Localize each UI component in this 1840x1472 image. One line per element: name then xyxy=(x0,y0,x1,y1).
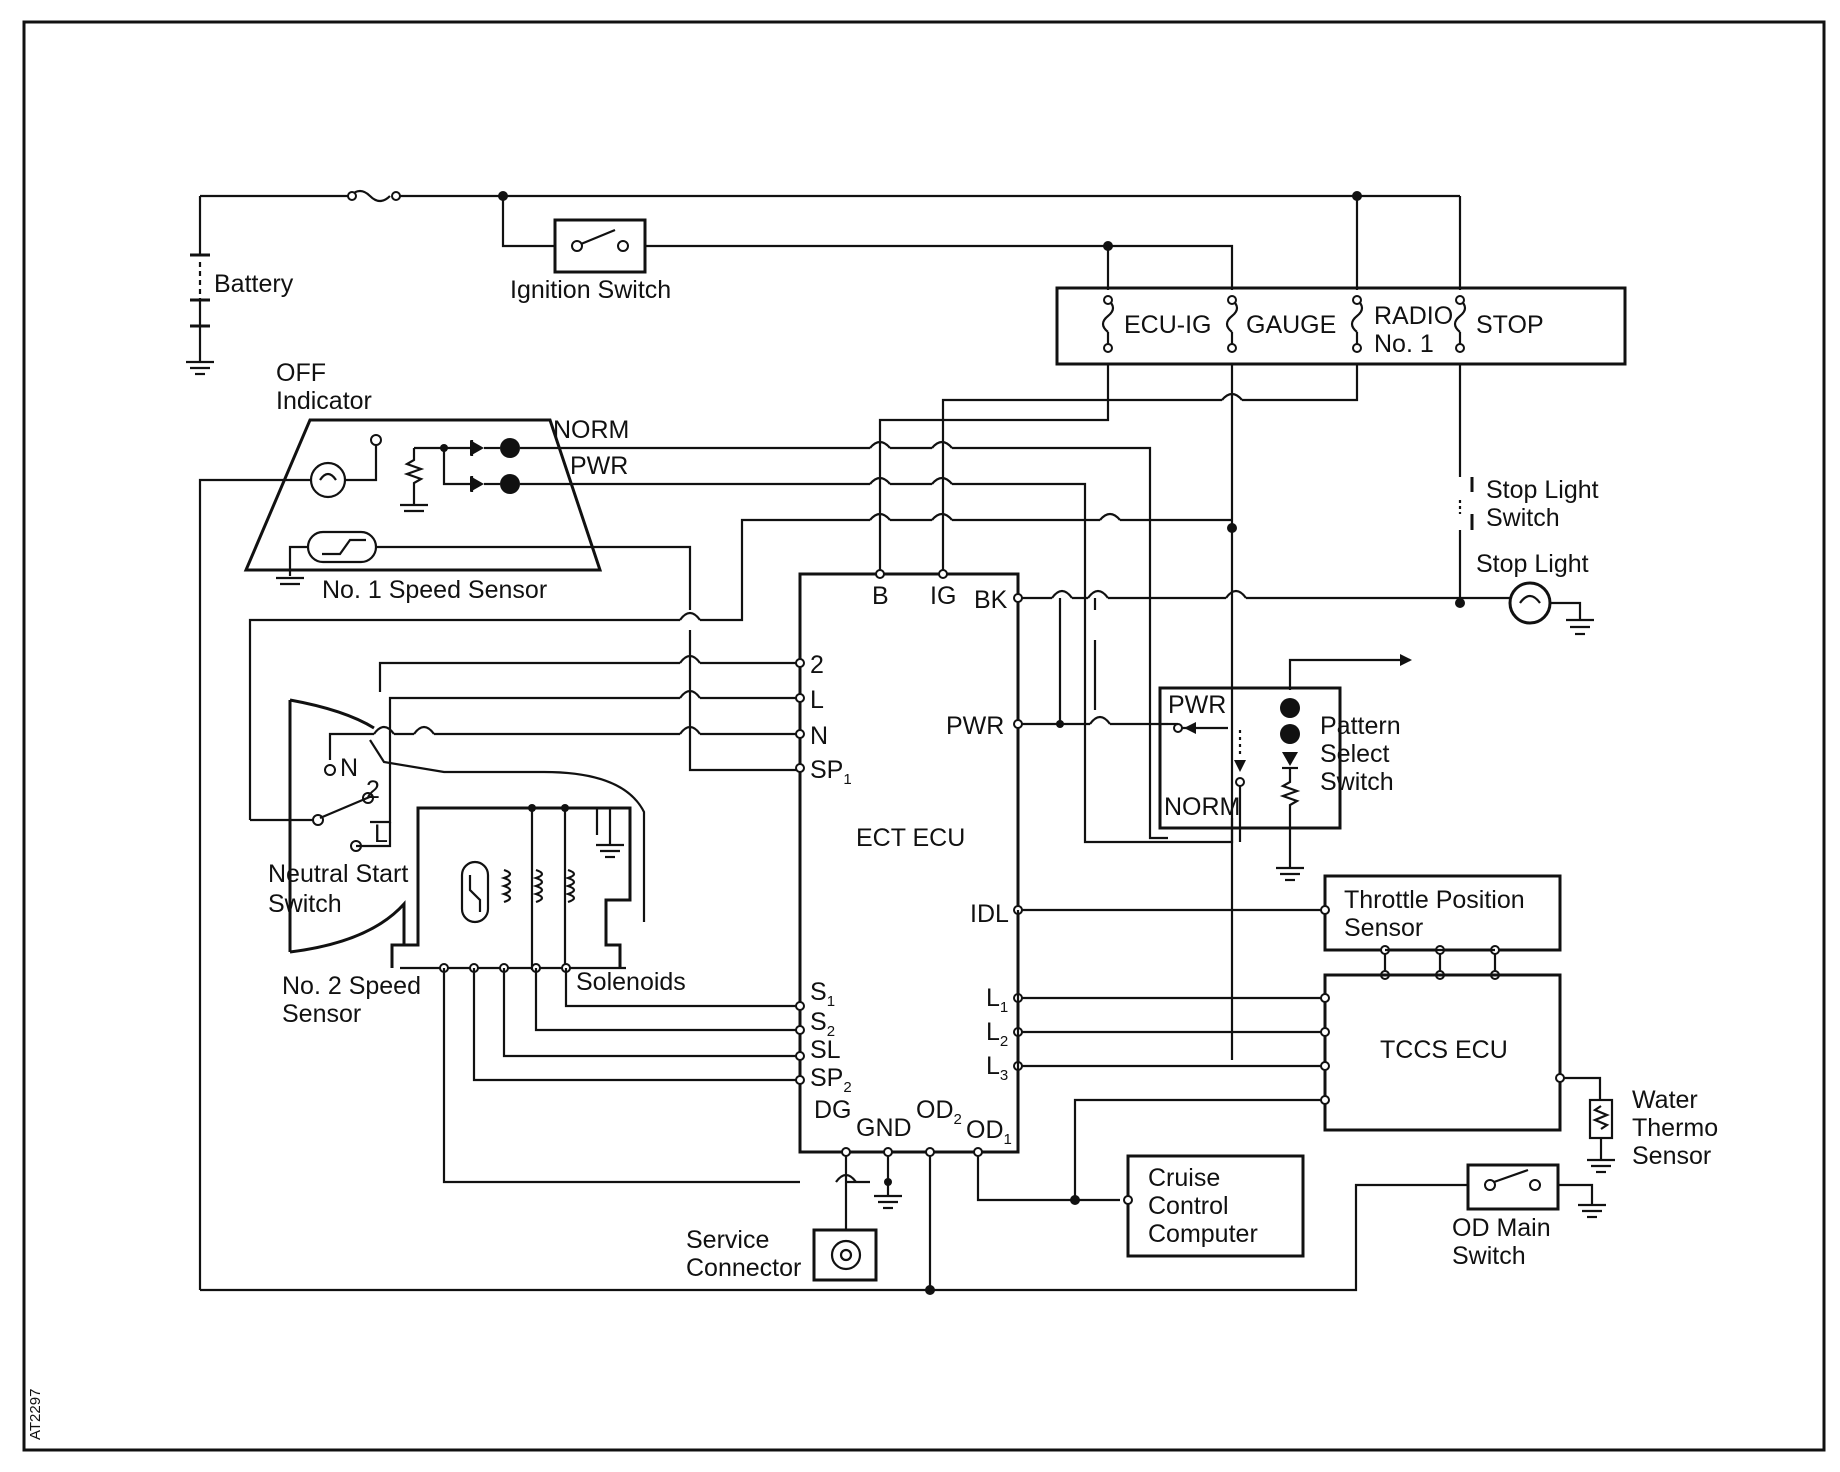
terminal-2: 2 xyxy=(810,651,824,679)
solenoids-label: Solenoids xyxy=(576,968,686,996)
terminal-od1: OD1 xyxy=(966,1116,1012,1148)
terminal-l3: L3 xyxy=(986,1052,1008,1084)
fuse-radio-no1: RADIO No. 1 xyxy=(1350,295,1453,358)
cruise-control-computer xyxy=(1126,1154,1305,1258)
svg-text:STOP: STOP xyxy=(1476,311,1544,339)
terminal-gnd: GND xyxy=(856,1114,912,1142)
ect-ecu-box xyxy=(798,572,1020,1154)
od-main-switch-label-2: Switch xyxy=(1452,1242,1526,1270)
cruise-control-label-3: Computer xyxy=(1148,1220,1258,1248)
throttle-position-sensor-label-2: Sensor xyxy=(1344,914,1423,942)
pss-pwr-label: PWR xyxy=(1168,691,1226,719)
norm-label: NORM xyxy=(553,416,629,444)
service-connector xyxy=(812,1228,878,1282)
water-thermo-sensor-label: Water xyxy=(1632,1086,1698,1114)
pss-led-2 xyxy=(1280,724,1300,744)
svg-text:L: L xyxy=(374,820,388,848)
ect-ecu-label: ECT ECU xyxy=(856,824,965,852)
svg-text:2: 2 xyxy=(366,776,380,804)
water-thermo-sensor xyxy=(1588,1098,1614,1140)
od-main-switch xyxy=(1466,1163,1560,1211)
tccs-ecu-label: TCCS ECU xyxy=(1380,1036,1508,1064)
pattern-select-switch-label: Pattern xyxy=(1320,712,1401,740)
pattern-select-switch-label-2: Select xyxy=(1320,740,1390,768)
pattern-select-switch-label-3: Switch xyxy=(1320,768,1394,796)
solenoid-block xyxy=(390,804,632,970)
svg-text:RADIO: RADIO xyxy=(1374,302,1453,330)
no2-speed-sensor-label: No. 2 Speed xyxy=(282,972,421,1000)
pss-norm-label: NORM xyxy=(1164,793,1240,821)
figure-code: AT2297 xyxy=(27,1389,44,1440)
fuse-gauge: GAUGE xyxy=(1225,295,1336,353)
fuse-ecu-ig: ECU-IG xyxy=(1101,295,1212,353)
fuse-box xyxy=(1055,286,1627,366)
no1-speed-sensor-label: No. 1 Speed Sensor xyxy=(322,576,547,604)
no2-speed-sensor-label-2: Sensor xyxy=(282,1000,361,1028)
svg-text:No. 1: No. 1 xyxy=(1374,330,1434,358)
terminal-idl: IDL xyxy=(970,900,1009,928)
stop-light-switch-label: Stop Light xyxy=(1486,476,1599,504)
terminal-sp2: SP2 xyxy=(810,1064,852,1096)
off-indicator-bulb xyxy=(309,461,347,499)
fusible-link xyxy=(349,189,391,203)
od-main-switch-label: OD Main xyxy=(1452,1214,1551,1242)
cruise-control-label-2: Control xyxy=(1148,1192,1229,1220)
terminal-od2: OD2 xyxy=(916,1096,962,1128)
off-indicator-housing xyxy=(243,418,603,572)
service-connector-label: Service xyxy=(686,1226,769,1254)
ignition-switch-label: Ignition Switch xyxy=(510,276,671,304)
stop-light-bulb xyxy=(1508,581,1552,625)
terminal-sp1: SP1 xyxy=(810,756,852,788)
terminal-l: L xyxy=(810,686,824,714)
stop-light-label: Stop Light xyxy=(1476,550,1589,578)
neutral-start-switch-label-2: Switch xyxy=(268,890,342,918)
pattern-select-switch-box xyxy=(1158,686,1342,830)
terminal-b: B xyxy=(872,582,889,610)
fuse-stop: STOP xyxy=(1453,295,1544,353)
no1-speed-sensor xyxy=(306,530,378,564)
water-thermo-sensor-label-2: Thermo xyxy=(1632,1114,1718,1142)
no2-speed-sensor xyxy=(460,860,490,924)
service-connector-label-2: Connector xyxy=(686,1254,801,1282)
terminal-bk: BK xyxy=(974,586,1008,614)
battery-symbol xyxy=(186,196,214,376)
ignition-switch-box xyxy=(553,218,647,274)
neutral-start-switch-label: Neutral Start xyxy=(268,860,408,888)
terminal-ig: IG xyxy=(930,582,956,610)
off-indicator-label: OFF xyxy=(276,359,326,387)
cruise-control-label: Cruise xyxy=(1148,1164,1220,1192)
pwr-label: PWR xyxy=(570,452,628,480)
pss-led-1 xyxy=(1280,698,1300,718)
stop-light-switch xyxy=(1458,477,1474,530)
pwr-led xyxy=(470,474,520,494)
terminal-sl: SL xyxy=(810,1036,841,1064)
off-indicator-label-2: Indicator xyxy=(276,387,372,415)
water-thermo-sensor-label-3: Sensor xyxy=(1632,1142,1711,1170)
tccs-ecu-box xyxy=(1323,973,1562,1132)
terminal-dg: DG xyxy=(814,1096,852,1124)
terminal-n: N xyxy=(810,722,828,750)
terminal-s1: S1 xyxy=(810,978,835,1010)
norm-led xyxy=(444,438,520,458)
terminal-s2: S2 xyxy=(810,1008,835,1040)
svg-text:GAUGE: GAUGE xyxy=(1246,311,1336,339)
battery-label: Battery xyxy=(214,270,294,298)
svg-text:N: N xyxy=(340,754,358,782)
stop-light-switch-label-2: Switch xyxy=(1486,504,1560,532)
page-frame xyxy=(22,20,1826,1452)
terminal-pwr: PWR xyxy=(946,712,1004,740)
svg-text:ECU-IG: ECU-IG xyxy=(1124,311,1212,339)
terminal-l2: L2 xyxy=(986,1018,1008,1050)
neutral-start-switch: N 2 L xyxy=(250,698,646,954)
terminal-l1: L1 xyxy=(986,984,1008,1016)
throttle-position-sensor-label: Throttle Position xyxy=(1344,886,1525,914)
